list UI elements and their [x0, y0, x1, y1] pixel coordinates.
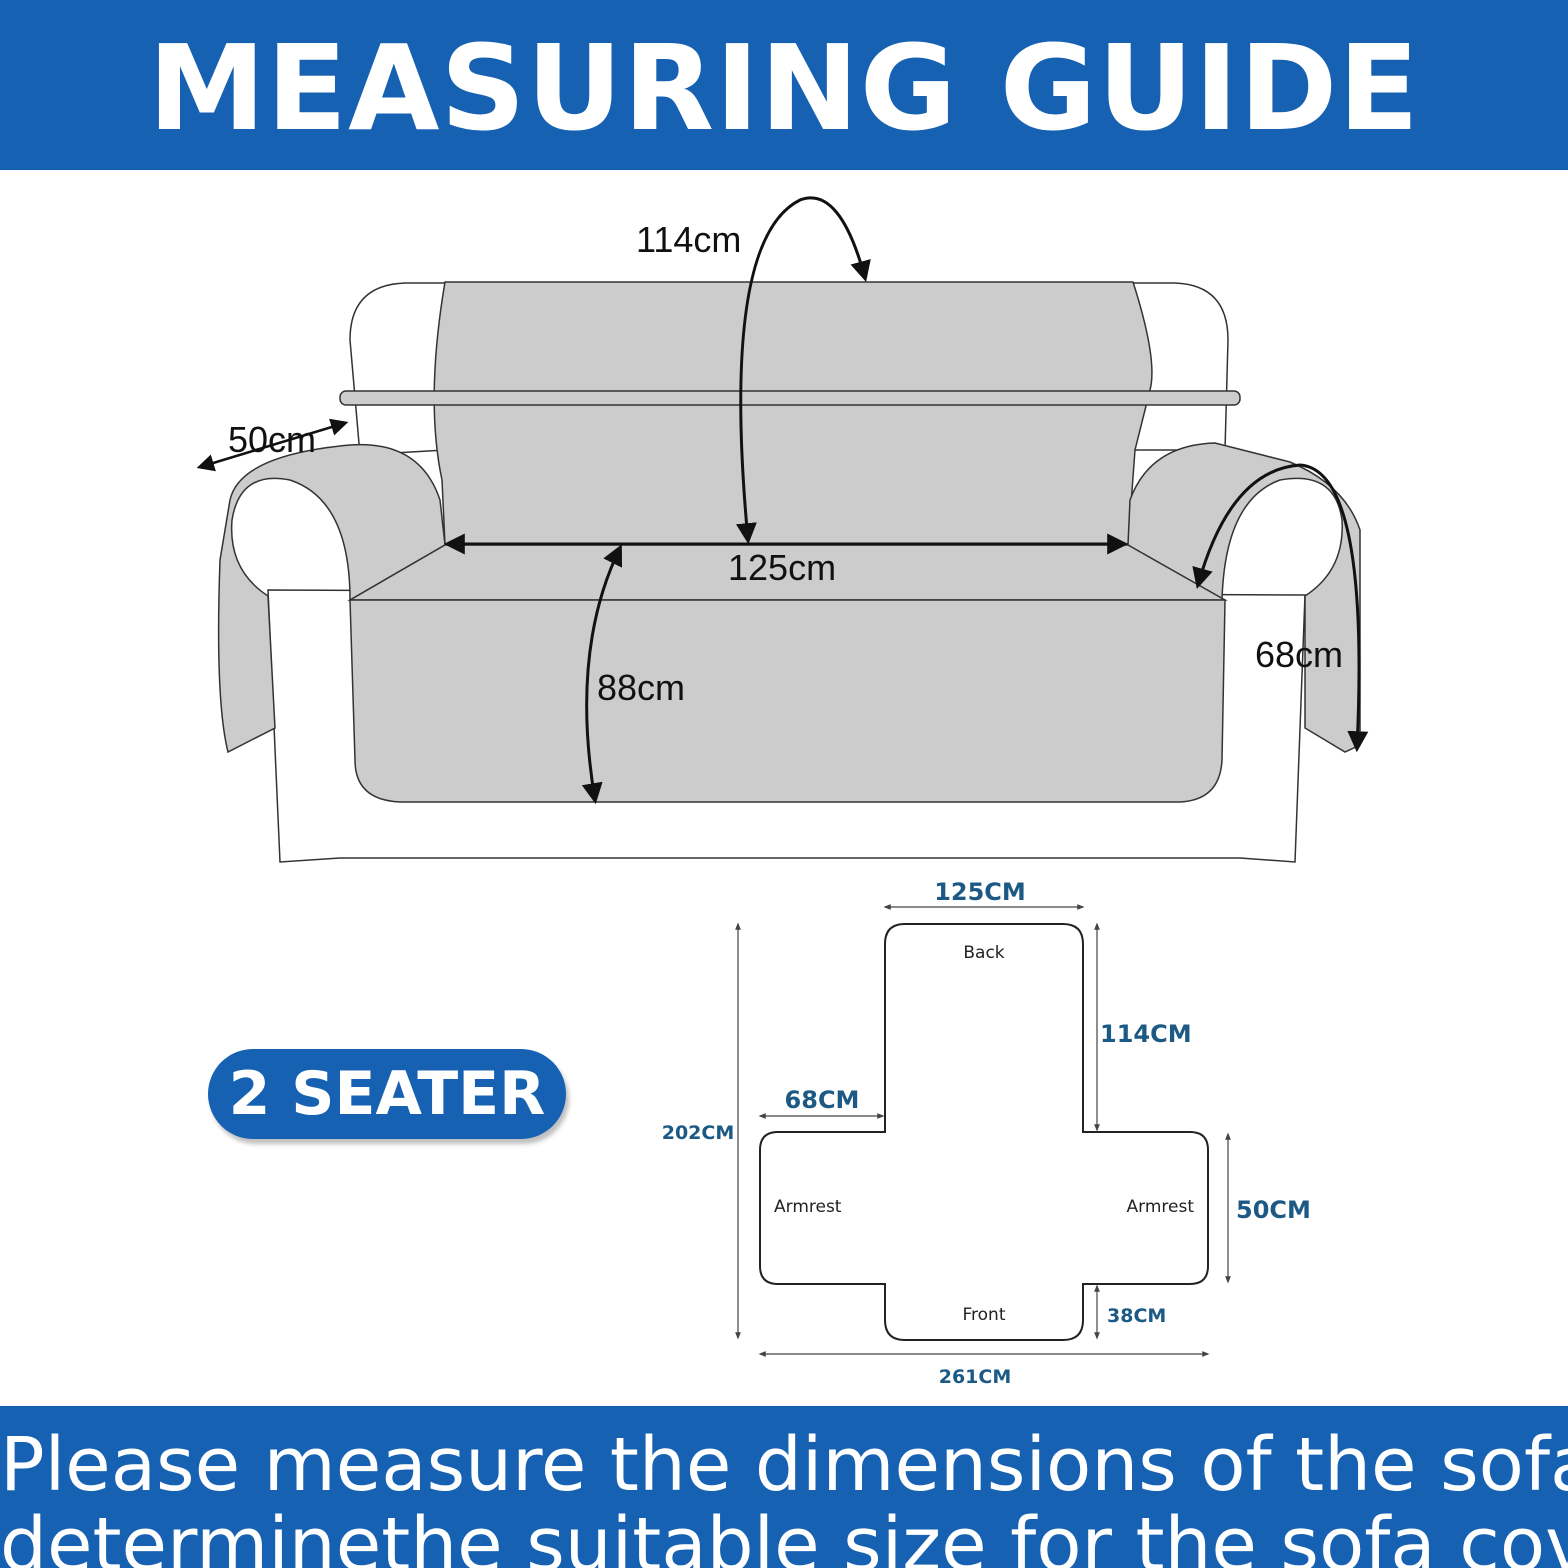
- total-width-label: 261CM: [939, 1366, 1012, 1388]
- left-armrest-cover: [217, 443, 446, 754]
- pattern-outline: [759, 923, 1209, 1341]
- back-length-label: 114CM: [1100, 1020, 1192, 1048]
- total-length-label: 202CM: [662, 1122, 735, 1144]
- back-area-label: Back: [963, 943, 1004, 963]
- footer-banner: Please measure the dimensions of the sof…: [0, 1406, 1568, 1568]
- armrest-length-pattern-label: 68CM: [785, 1086, 860, 1114]
- armrest-length-arrow: [1192, 463, 1369, 753]
- footer-instruction-line-1: Please measure the dimensions of the sof…: [0, 1422, 1568, 1508]
- back-height-label: 114cm: [636, 219, 741, 260]
- back-height-arrow: [735, 196, 871, 545]
- seat-width-label: 125cm: [728, 547, 836, 588]
- seater-badge-label: 2 SEATER: [228, 1059, 546, 1129]
- front-flap-label: 38CM: [1107, 1305, 1166, 1327]
- header-banner: MEASURING GUIDE: [0, 0, 1568, 170]
- armrest-length-label: 68cm: [1255, 634, 1343, 675]
- armrest-width-arrow: [196, 418, 349, 472]
- left-armrest-area-label: Armrest: [774, 1197, 842, 1217]
- armrest-width-pattern-label: 50CM: [1236, 1196, 1311, 1224]
- armrest-width-label: 50cm: [228, 419, 316, 460]
- sofa-illustration: 114cm 50cm 125cm 88cm 68cm: [196, 196, 1369, 863]
- footer-instruction-line-2: determinethe suitable size for the sofa …: [0, 1502, 1568, 1568]
- front-area-label: Front: [963, 1305, 1006, 1325]
- page-title: MEASURING GUIDE: [148, 19, 1420, 157]
- seat-depth-arrow: [581, 544, 623, 805]
- back-strap: [339, 390, 1241, 406]
- width-top-label: 125CM: [934, 878, 1026, 906]
- seat-front: [349, 599, 1226, 803]
- cover-pattern: Back Front Armrest Armrest 125CM 114CM 6…: [662, 878, 1311, 1388]
- right-armrest-area-label: Armrest: [1127, 1197, 1195, 1217]
- back-cover: [433, 281, 1153, 546]
- seat-depth-label: 88cm: [597, 667, 685, 708]
- seater-badge: 2 SEATER: [208, 1049, 566, 1139]
